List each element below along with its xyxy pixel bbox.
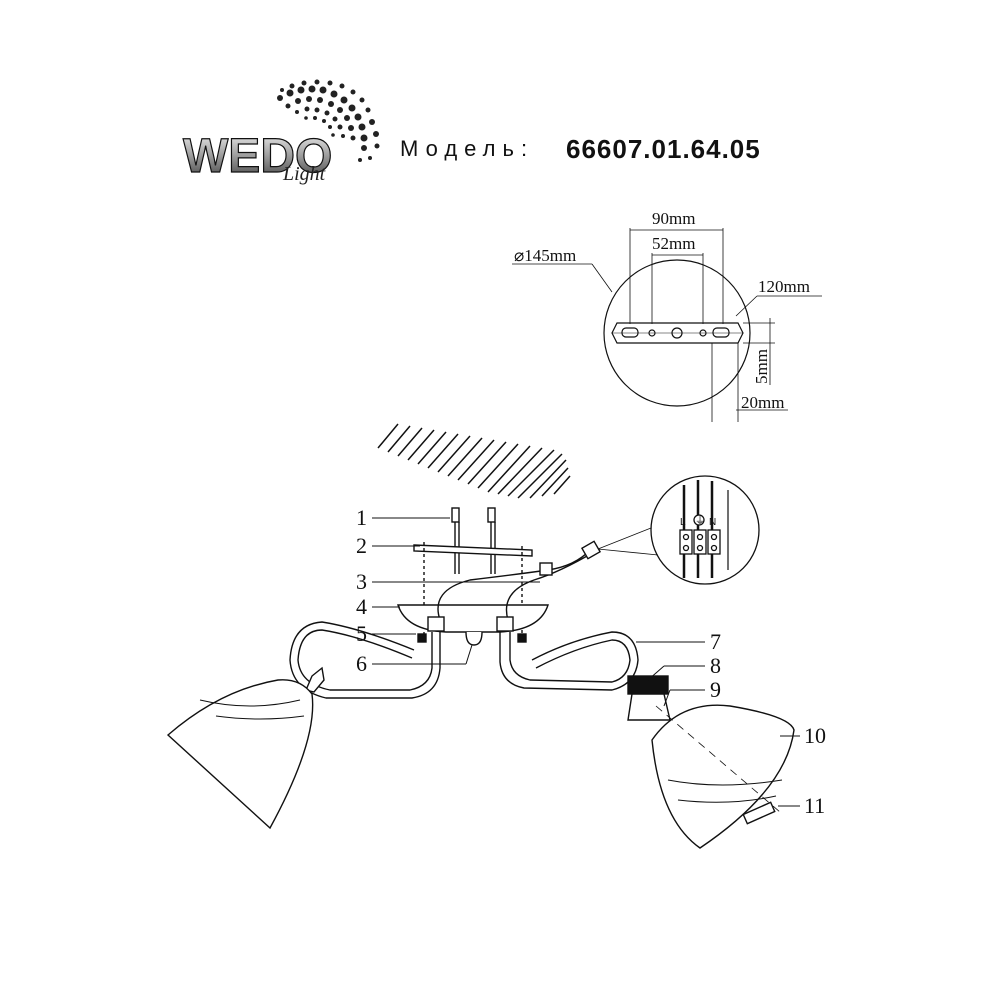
left-shade (166, 679, 314, 830)
dim-offset: 20mm (741, 393, 784, 412)
part-number-5: 5 (356, 621, 367, 646)
brand-logo: WEDO Light (182, 79, 380, 185)
dim-spacing-inner: 52mm (652, 234, 695, 253)
dim-diameter: ⌀145mm (514, 246, 576, 265)
model-label: Модель: (400, 136, 535, 161)
part-number-6: 6 (356, 651, 367, 676)
dim-length: 120mm (758, 277, 810, 296)
canopy-outline (603, 259, 751, 407)
part-number-3: 3 (356, 569, 367, 594)
slot-right (712, 327, 730, 338)
right-arm-inner (509, 632, 631, 683)
right-arm-assembly (496, 616, 795, 849)
canopy-bowl (397, 604, 549, 633)
dim-height: 5mm (752, 349, 771, 384)
mounting-screws (451, 507, 496, 574)
mounting-plate-detail (512, 228, 822, 422)
part-number-7: 7 (710, 629, 721, 654)
part-number-11: 11 (804, 793, 825, 818)
part-number-2: 2 (356, 533, 367, 558)
wire-right (505, 551, 595, 621)
ground-icon: ⏚ (695, 515, 705, 527)
hole-center (671, 327, 683, 339)
dim-spacing-outer: 90mm (652, 209, 695, 228)
hole-right (699, 329, 707, 337)
right-shade (651, 704, 795, 849)
left-arm-outer (297, 629, 433, 691)
slot-left (621, 327, 639, 338)
part-number-9: 9 (710, 677, 721, 702)
wire-left (437, 549, 591, 621)
lamp-socket (627, 675, 669, 695)
part-number-10: 10 (804, 723, 826, 748)
socket-ring (627, 693, 671, 721)
hole-left (648, 329, 656, 337)
header: Модель: 66607.01.64.05 (0, 0, 1000, 200)
part-leaders (372, 517, 800, 807)
ceiling-hatch (377, 423, 571, 499)
right-arm-outer (499, 631, 639, 691)
terminal-label-neutral: N (709, 517, 716, 528)
bulb-glass (742, 801, 776, 825)
left-arm-inner (289, 621, 441, 699)
terminal-block-detail (597, 475, 760, 585)
logo-wordmark: WEDO (183, 130, 332, 183)
part-number-1: 1 (356, 505, 367, 530)
logo-dots (277, 79, 380, 162)
part-number-4: 4 (356, 594, 367, 619)
left-arm-assembly (166, 616, 445, 830)
model-number: 66607.01.64.05 (566, 134, 761, 164)
logo-script: Light (282, 163, 326, 185)
terminal-label-line: L (680, 517, 686, 528)
mounting-bracket (413, 544, 533, 557)
part-number-8: 8 (710, 653, 721, 678)
